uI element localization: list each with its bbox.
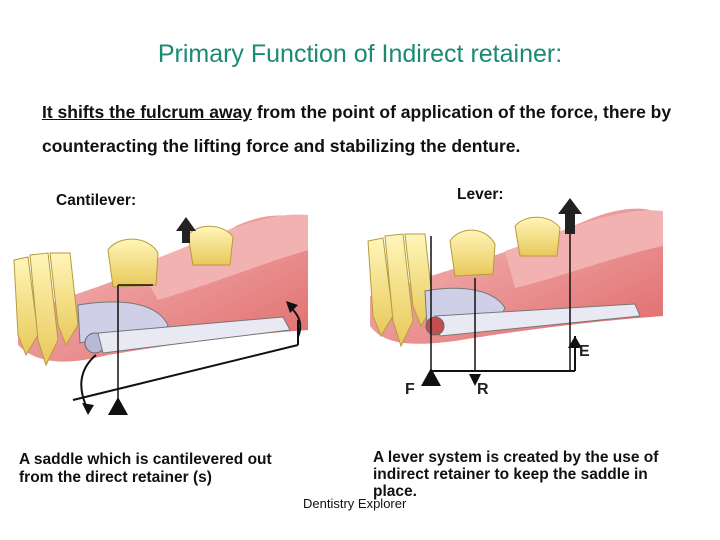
cantilever-illustration — [13, 214, 308, 415]
credit: Dentistry Explorer — [303, 496, 407, 511]
statement-rest: from the point of application of the for… — [42, 102, 672, 156]
lever-caption: A lever system is created by the use of … — [373, 449, 659, 500]
statement: It shifts the fulcrum away from the poin… — [42, 95, 702, 163]
statement-underlined: It shifts the fulcrum away — [42, 102, 253, 122]
cantilever-caption: A saddle which is cantilevered out from … — [19, 451, 272, 486]
force-label-e: E — [579, 343, 590, 360]
lever-label: Lever: — [457, 186, 504, 203]
cantilever-label: Cantilever: — [56, 192, 137, 209]
force-label-f: F — [405, 381, 415, 398]
slide-title: Primary Function of Indirect retainer: — [157, 40, 563, 68]
lever-illustration: E F R — [367, 198, 663, 398]
force-label-r: R — [477, 381, 489, 398]
